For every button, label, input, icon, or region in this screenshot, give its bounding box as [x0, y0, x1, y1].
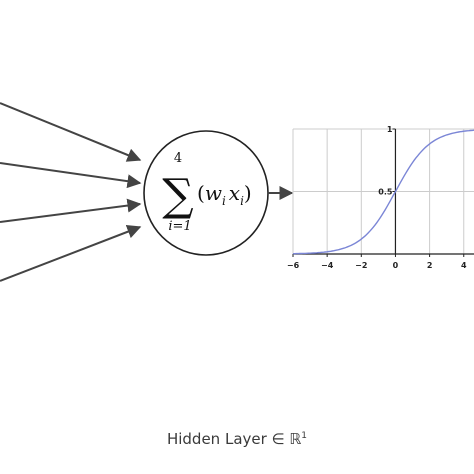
chart-x-ticks: −6 −4 −2 0 2 4	[287, 254, 467, 270]
y-tick-label-0: 0.5	[378, 188, 393, 197]
summand-w-sub: i	[222, 194, 226, 208]
summand-close-paren: )	[244, 181, 252, 205]
input-arrow-4	[0, 225, 142, 282]
chart-grid	[292, 128, 474, 254]
sum-upper-limit: 4	[174, 151, 182, 166]
input-arrows	[0, 102, 142, 282]
caption-set-symbol: ℝ	[289, 430, 302, 448]
sigmoid-line	[293, 129, 474, 255]
chart-y-ticks: 0.51	[378, 125, 396, 197]
input-arrow-1	[0, 102, 142, 162]
summand-x: x	[229, 181, 240, 205]
x-tick-label-5: 4	[461, 261, 467, 270]
hidden-layer-caption: Hidden Layer ∈ ℝ1	[0, 430, 474, 448]
x-tick-label-4: 2	[427, 261, 433, 270]
x-tick-label-2: −2	[355, 261, 367, 270]
summand-x-sub: i	[240, 194, 244, 208]
summand-w: w	[205, 181, 222, 205]
x-tick-label-1: −4	[321, 261, 334, 270]
y-tick-label-1: 1	[387, 125, 393, 134]
caption-exponent: 1	[301, 431, 308, 441]
sum-lower-limit: i=1	[168, 219, 191, 234]
caption-text: Hidden Layer ∈	[166, 430, 290, 448]
x-tick-label-0: −6	[287, 261, 300, 270]
input-arrow-3	[0, 198, 142, 223]
x-tick-label-3: 0	[393, 261, 399, 270]
sum-symbol: ∑	[162, 170, 193, 221]
summand-open-paren: (	[197, 181, 205, 205]
input-arrow-2	[0, 162, 142, 189]
